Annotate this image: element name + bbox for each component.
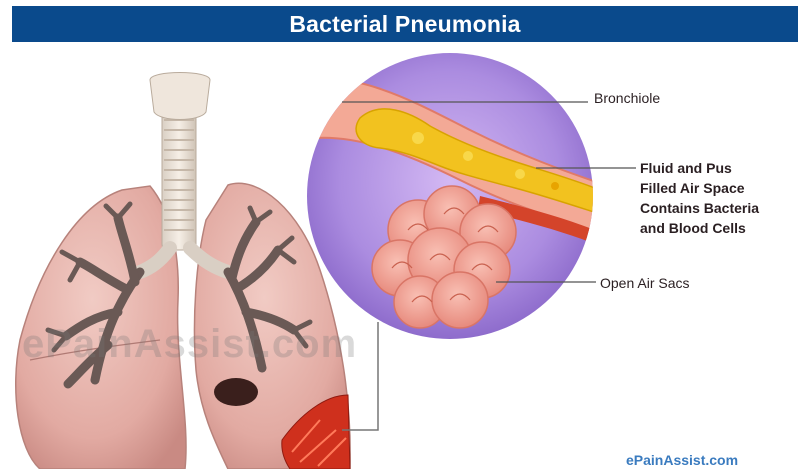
bronchiole-label: Bronchiole [594,89,660,107]
open-air-sacs-label: Open Air Sacs [600,274,690,292]
lung-cavity [214,378,258,406]
fluid-line-4: and Blood Cells [640,218,759,238]
fluid-line-3: Contains Bacteria [640,198,759,218]
watermark: ePainAssist.com [22,322,357,367]
fluid-pus-label: Fluid and Pus Filled Air Space Contains … [640,158,759,238]
fluid-line-2: Filled Air Space [640,178,759,198]
fluid-line-1: Fluid and Pus [640,158,759,178]
larynx [150,73,210,120]
credit-text: ePainAssist.com [626,452,738,468]
